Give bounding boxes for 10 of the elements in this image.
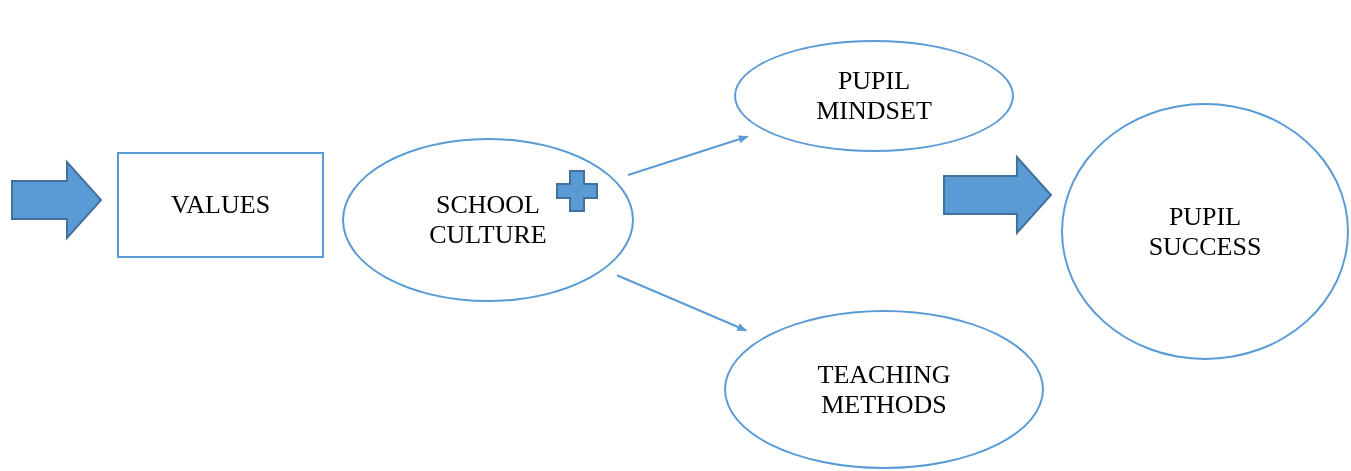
block-arrow xyxy=(11,159,103,241)
process-box xyxy=(117,152,324,258)
node-label: TEACHING METHODS xyxy=(816,359,952,420)
node-label: PUPIL MINDSET xyxy=(815,66,933,126)
node-label: VALUES xyxy=(169,190,272,220)
arrow xyxy=(616,274,748,332)
node-label: SCHOOL CULTURE xyxy=(428,190,548,250)
block-arrow xyxy=(943,154,1053,236)
node-label: PUPIL SUCCESS xyxy=(1147,201,1263,262)
arrow xyxy=(627,135,749,176)
